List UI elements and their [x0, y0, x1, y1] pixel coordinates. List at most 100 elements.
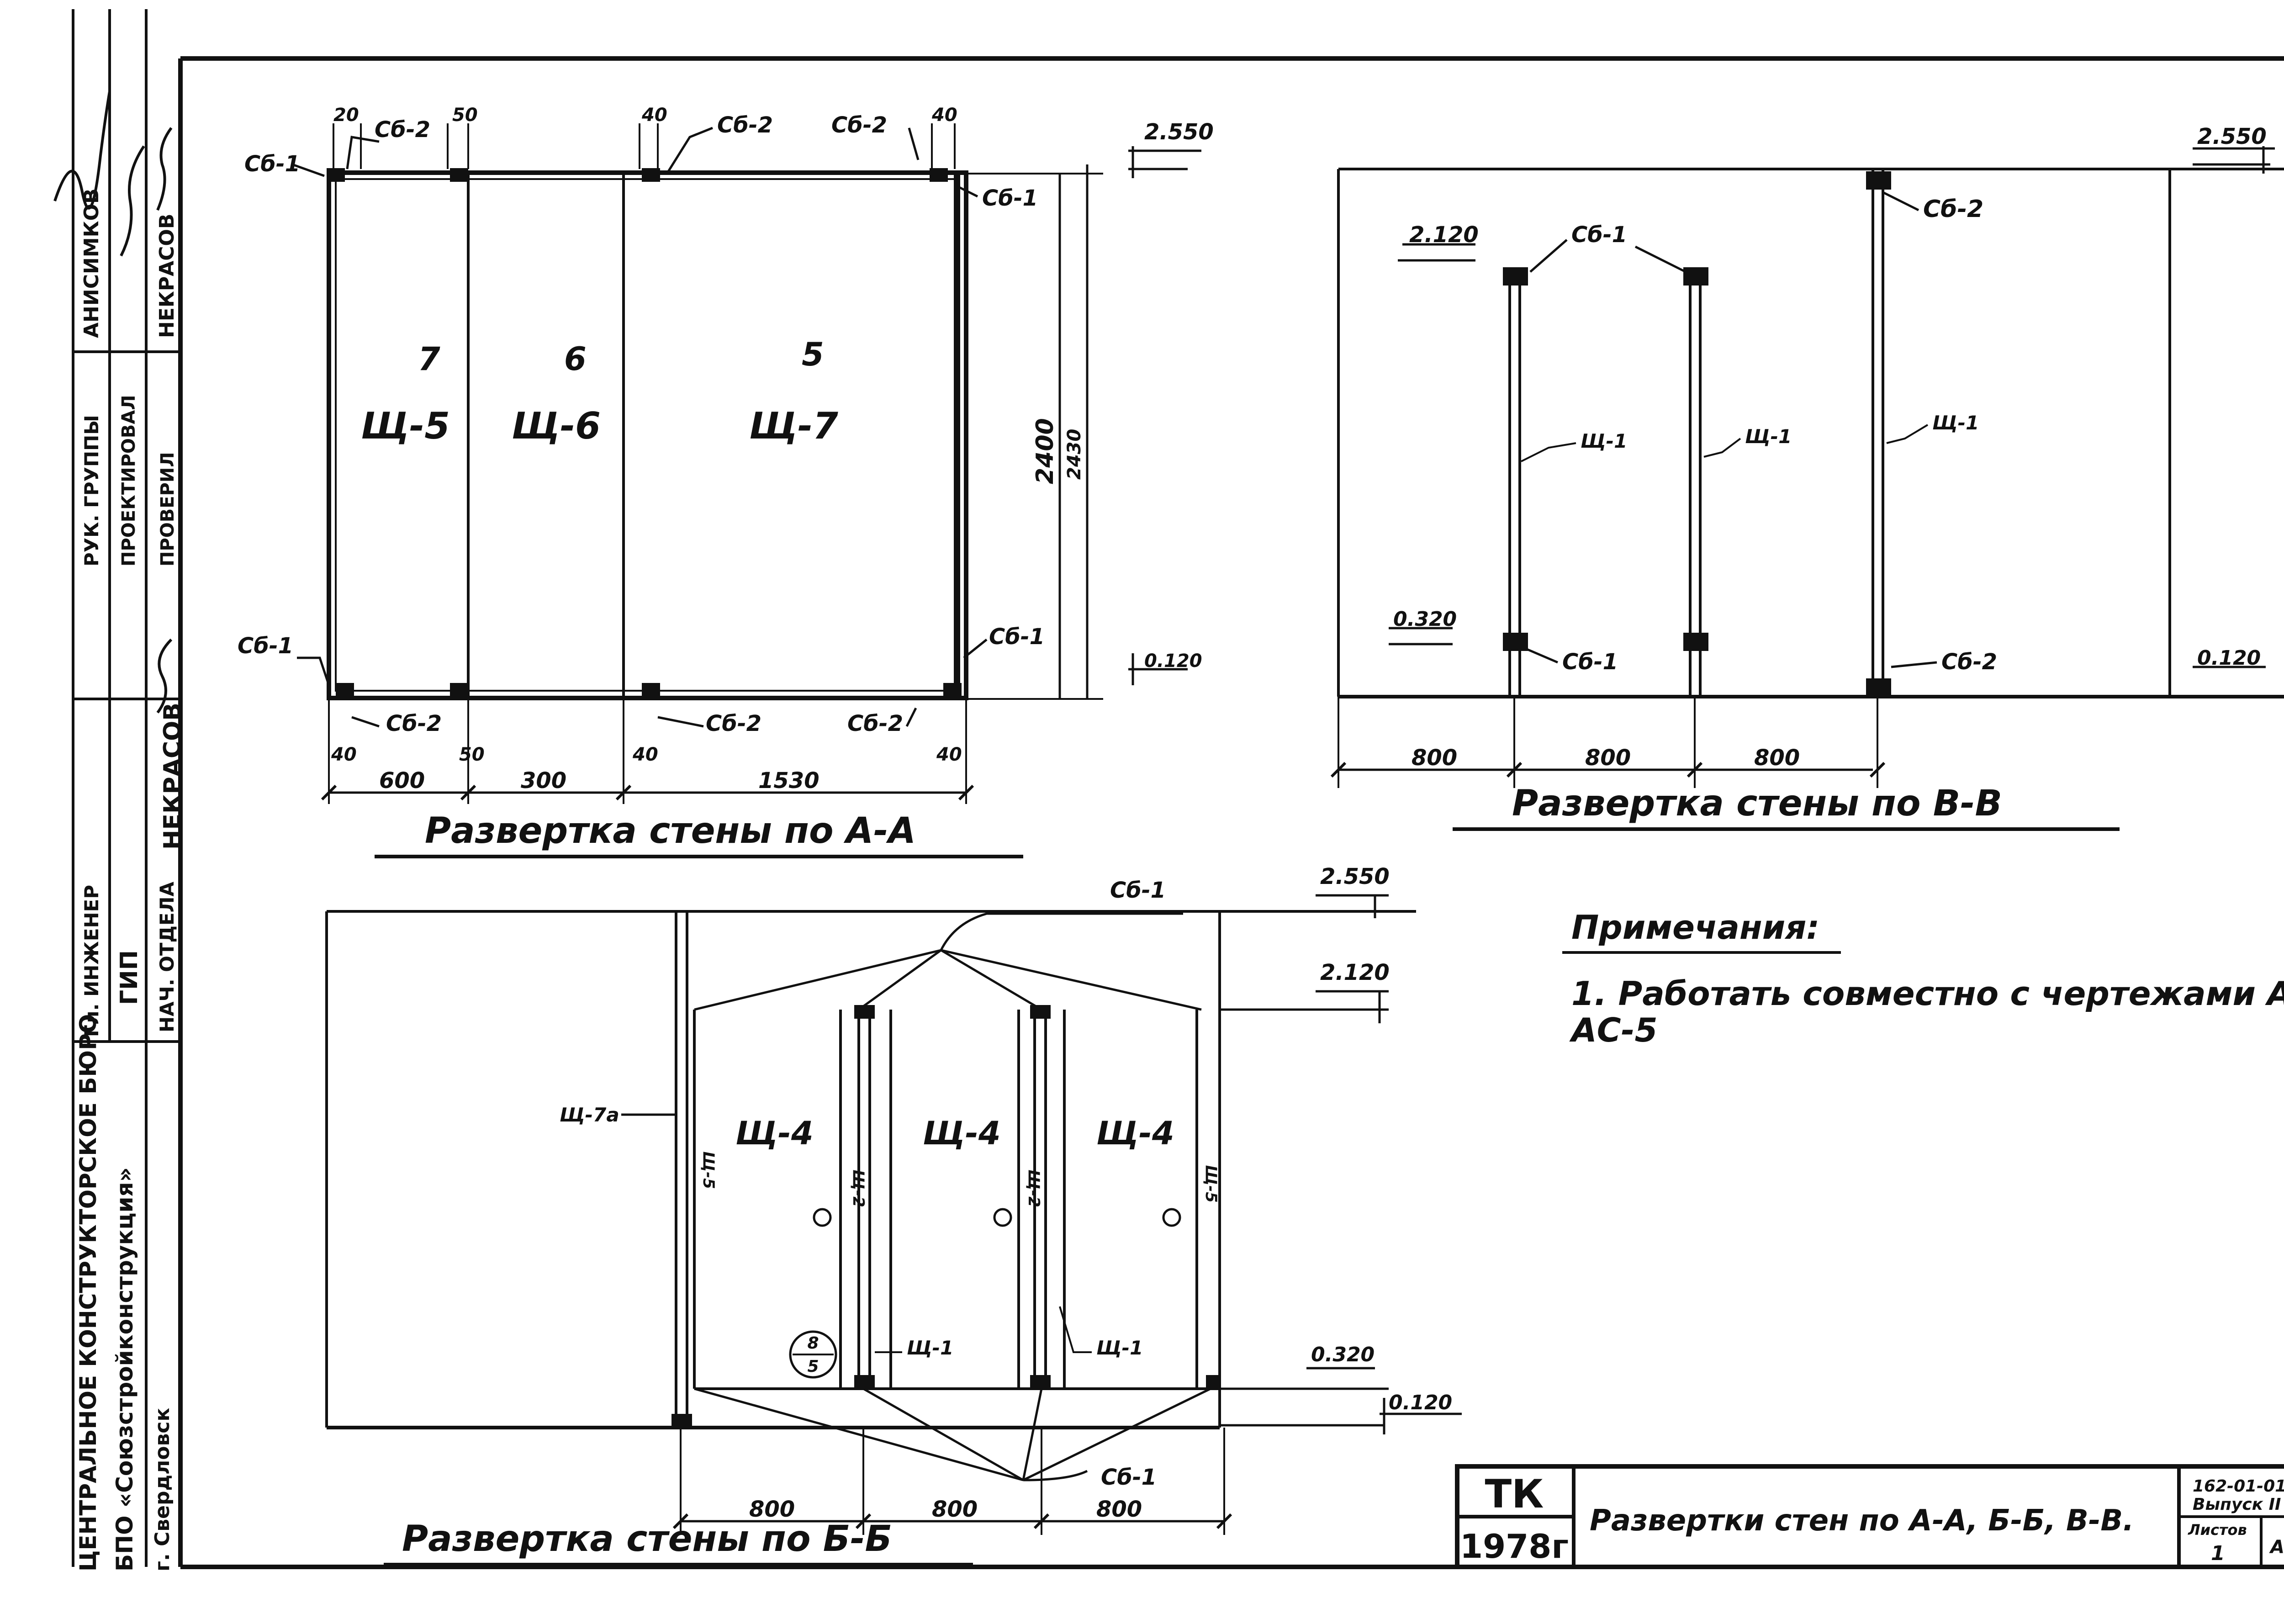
vv-title: Развертка стены по В-В [1512, 783, 2002, 824]
vv-post-label-2: Щ-1 [1745, 425, 1792, 448]
title-block-title: Развертки стен по А-А, Б-Б, В-В. [1590, 1504, 2134, 1538]
bb-section-mark: 8 5 [789, 1330, 837, 1379]
bb-elevation-3: 0.320 [1311, 1343, 1375, 1366]
stamp-org-line1: ЦЕНТРАЛЬНОЕ КОНСТРУКТОРСКОЕ БЮРО [75, 1014, 101, 1571]
aa-dim-bottom-2: 300 [521, 768, 566, 793]
stamp-name-1: НЕКРАСОВ [159, 703, 186, 850]
vv-dim-bottom-3: 800 [1754, 745, 1800, 771]
bb-title: Развертка стены по Б-Б [402, 1518, 892, 1560]
bb-post-label-3: Щ-2 [849, 1169, 867, 1207]
aa-title: Развертка стены по А-А [425, 810, 916, 852]
aa-conn-label-9: Сб-2 [706, 711, 761, 736]
bb-connector-5 [854, 1005, 875, 1019]
bb-post-label-6: Щ-1 [907, 1337, 953, 1359]
stamp-org-line2: БПО «Союзстройконструкция» [111, 1167, 138, 1571]
stamp-org-line3: г. Свердловск [151, 1408, 174, 1571]
bb-handle-1 [813, 1208, 832, 1227]
aa-conn-label-4: Сб-2 [831, 112, 887, 138]
bb-conn-label-1: Сб-1 [1110, 878, 1166, 903]
title-block-sheet-label: Листов [2188, 1521, 2247, 1539]
notes: Примечания: 1. Работать совместно с черт… [1562, 908, 2284, 1049]
aa-connector-br [943, 683, 962, 697]
bb-post-label-2: Щ-5 [699, 1151, 718, 1189]
aa-connector-t2 [450, 168, 468, 182]
bb-panel-label-2: Щ-4 [923, 1115, 1001, 1152]
bb-dim-bottom-1: 800 [749, 1497, 795, 1522]
bb-handle-2 [993, 1208, 1012, 1227]
bb-panel-label-1: Щ-4 [735, 1115, 814, 1152]
bb-connector-4 [1206, 1375, 1220, 1389]
sidebar-stamp: ЦЕНТРАЛЬНОЕ КОНСТРУКТОРСКОЕ БЮРО БПО «Со… [53, 9, 186, 1571]
aa-connector-b3 [642, 683, 660, 697]
aa-small-dim-5: 40 [331, 744, 357, 765]
aa-small-dim-3: 40 [641, 105, 667, 126]
title-block-code: ТК [1485, 1471, 1544, 1517]
stamp-role-6: ПРОВЕРИЛ [157, 452, 178, 566]
signature-4 [156, 638, 173, 714]
bb-section-mark-top: 8 [807, 1334, 819, 1353]
view-vv: Сб-1 Сб-2 Сб-1 Сб-2 Щ-1 Щ-1 Щ-1 2.120 0.… [1330, 124, 2284, 831]
vv-post-label-3: Щ-1 [1932, 412, 1979, 434]
bb-post-label-4: Щ-2 [1025, 1169, 1043, 1207]
bb-post-1 [675, 910, 688, 1429]
vv-connector-6 [1866, 171, 1891, 190]
bb-elevation-1: 2.550 [1320, 864, 1390, 889]
aa-small-dim-7: 40 [632, 744, 658, 765]
aa-dim-right-2: 2430 [1064, 429, 1085, 480]
stamp-role-1: НАЧ. ОТДЕЛА [156, 881, 178, 1032]
aa-small-dim-8: 40 [936, 744, 962, 765]
stamp-role-4: РУК. ГРУППЫ [80, 415, 103, 566]
bb-post-label-5: Щ-5 [1202, 1165, 1220, 1203]
vv-connector-4 [1683, 633, 1708, 651]
vv-connector-2 [1683, 267, 1708, 286]
aa-elevation-bottom: 0.120 [1144, 651, 1202, 672]
bb-dim-bottom-3: 800 [1096, 1497, 1142, 1522]
aa-conn-label-2: Сб-2 [375, 117, 430, 143]
bb-connector-1 [671, 1414, 692, 1428]
bb-conn-label-2: Сб-1 [1101, 1465, 1157, 1490]
aa-conn-label-10: Сб-2 [847, 711, 903, 736]
bb-dim-bottom-2: 800 [932, 1497, 978, 1522]
vv-dim-bottom-2: 800 [1585, 745, 1631, 771]
aa-small-dim-1: 20 [333, 105, 359, 126]
vv-post-1 [1508, 268, 1521, 698]
stamp-name-2: АНИСИМКОВ [80, 188, 103, 338]
title-block-series: 162-01-01 [2193, 1477, 2284, 1496]
vv-conn-label-3: Сб-1 [1562, 649, 1618, 675]
notes-line-2: АС-5 [1569, 1011, 1658, 1049]
view-aa: 7 6 5 Щ-5 Щ-6 Щ-7 Сб-1 Сб-2 Сб-2 Сб-2 Сб… [238, 105, 1214, 858]
aa-connector-t3 [642, 168, 660, 182]
bb-handle-3 [1162, 1208, 1181, 1227]
vv-post-label-1: Щ-1 [1581, 430, 1627, 452]
vv-connector-1 [1503, 267, 1528, 286]
bb-connector-2 [854, 1375, 875, 1389]
aa-panel-label-2: Щ-6 [512, 405, 601, 447]
notes-heading: Примечания: [1571, 908, 1819, 947]
aa-panel-number-3: 5 [802, 336, 824, 373]
vv-post-3 [1872, 168, 1884, 698]
aa-conn-label-3: Сб-2 [717, 112, 773, 138]
stamp-role-5: ПРОЕКТИРОВАЛ [118, 395, 139, 566]
title-block: ТК 1978г Развертки стен по А-А, Б-Б, В-В… [1455, 1464, 2284, 1569]
aa-panel-label-3: Щ-7 [749, 405, 838, 447]
aa-conn-label-1: Сб-1 [244, 151, 300, 177]
vv-conn-label-4: Сб-2 [1941, 649, 1997, 675]
aa-small-dim-2: 50 [452, 105, 478, 126]
vv-post-2 [1689, 268, 1702, 698]
vv-connector-3 [1503, 633, 1528, 651]
vv-dim-bottom-1: 800 [1412, 745, 1457, 771]
bb-panel-label-3: Щ-4 [1096, 1115, 1174, 1152]
title-block-year: 1978г [1460, 1527, 1569, 1566]
aa-small-dim-6: 50 [459, 744, 485, 765]
signature-1 [53, 91, 111, 210]
title-block-sheet-value: 1 [2211, 1542, 2225, 1565]
aa-dim-bottom-3: 1530 [758, 768, 819, 793]
stamp-role-2: ГИП [116, 950, 143, 1005]
aa-dim-right-1: 2400 [1031, 418, 1059, 484]
aa-panel-number-2: 6 [564, 340, 587, 378]
aa-connector-b2 [450, 683, 468, 697]
signature-2 [120, 145, 145, 257]
bb-elevation-4: 0.120 [1389, 1391, 1452, 1414]
signature-3 [156, 127, 173, 211]
